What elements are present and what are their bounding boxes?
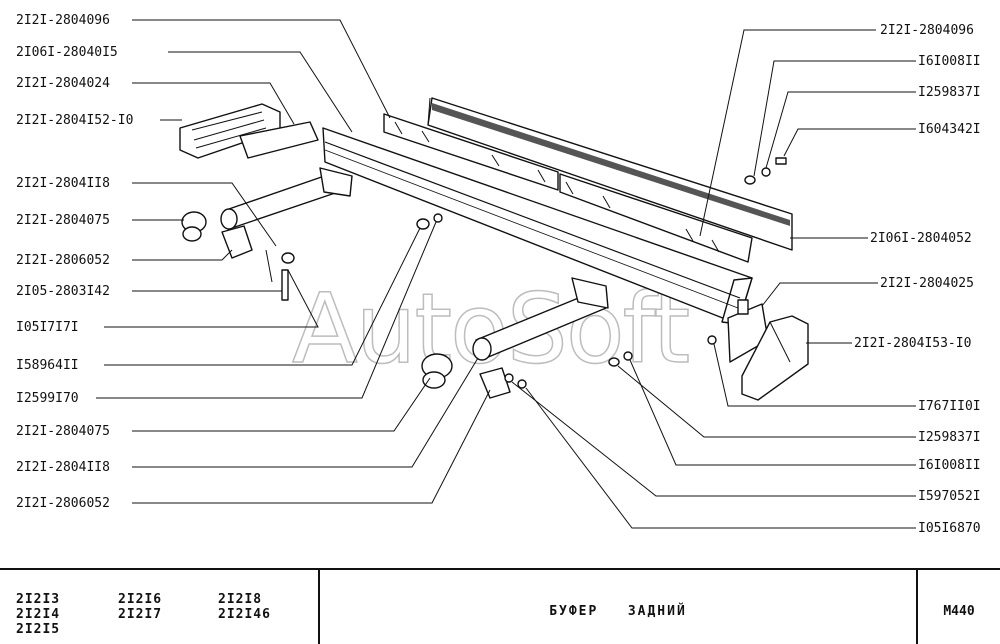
label-left-2: 2I06I-28040I5 xyxy=(16,45,118,60)
label-right-12: I05I6870 xyxy=(918,521,981,536)
bumper-rear-bar xyxy=(427,97,793,251)
bushing-left xyxy=(181,211,207,242)
model-code: 2I2I7 xyxy=(118,607,163,622)
mount-plate-left xyxy=(221,225,253,259)
label-left-4: 2I2I-2804I52-I0 xyxy=(16,113,133,128)
diagram-title: БУФЕР ЗАДНИЙ xyxy=(549,604,687,619)
labels-left: 2I2I-2804096 2I06I-28040I5 2I2I-2804024 … xyxy=(16,13,133,511)
label-left-7: 2I2I-2806052 xyxy=(16,253,110,268)
bolt-left xyxy=(281,252,295,301)
label-right-2: I6I008II xyxy=(918,54,981,69)
label-left-1: 2I2I-2804096 xyxy=(16,13,110,28)
footer-title-block: 2I2I3 2I2I4 2I2I5 2I2I6 2I2I7 2I2I8 2I2I… xyxy=(0,568,1000,644)
leader-lines xyxy=(96,19,916,529)
label-right-5: 2I06I-2804052 xyxy=(870,231,972,246)
label-right-1: 2I2I-2804096 xyxy=(880,23,974,38)
label-left-8: 2I05-2803I42 xyxy=(16,284,110,299)
label-right-9: I259837I xyxy=(918,430,981,445)
label-left-14: 2I2I-2806052 xyxy=(16,496,110,511)
label-right-7: 2I2I-2804I53-I0 xyxy=(854,336,971,351)
bracket-tube-right xyxy=(472,277,609,361)
end-plate-left xyxy=(239,121,319,159)
label-left-12: 2I2I-2804075 xyxy=(16,424,110,439)
label-right-8: I767II0I xyxy=(918,399,981,414)
label-right-10: I6I008II xyxy=(918,458,981,473)
upper-right-fasteners xyxy=(707,157,787,345)
label-right-6: 2I2I-2804025 xyxy=(880,276,974,291)
bracket-tube-left xyxy=(220,167,353,230)
label-left-13: 2I2I-2804II8 xyxy=(16,460,110,475)
model-code: 2I2I3 xyxy=(16,592,61,607)
code-cell: M440 xyxy=(918,570,1000,644)
model-code: 2I2I46 xyxy=(218,607,271,622)
label-right-3: I259837I xyxy=(918,85,981,100)
bumper-upper-strip xyxy=(383,113,753,263)
mount-plate-right xyxy=(479,367,527,399)
right-nuts xyxy=(608,351,633,367)
watermark-text: AutoSoft xyxy=(292,273,689,385)
label-left-6: 2I2I-2804075 xyxy=(16,213,110,228)
label-left-3: 2I2I-2804024 xyxy=(16,76,110,91)
model-code: 2I2I6 xyxy=(118,592,163,607)
label-left-5: 2I2I-2804II8 xyxy=(16,176,110,191)
labels-right: 2I2I-2804096 I6I008II I259837I I604342I … xyxy=(854,23,981,536)
center-nuts xyxy=(416,213,443,230)
label-right-4: I604342I xyxy=(918,122,981,137)
page-code: M440 xyxy=(943,604,975,619)
model-code: 2I2I5 xyxy=(16,622,61,637)
bushing-right xyxy=(421,353,453,389)
strip-bolts xyxy=(394,121,720,253)
model-code: 2I2I4 xyxy=(16,607,61,622)
title-cell: БУФЕР ЗАДНИЙ xyxy=(320,570,918,644)
model-list: 2I2I3 2I2I4 2I2I5 2I2I6 2I2I7 2I2I8 2I2I… xyxy=(0,570,320,644)
model-code: 2I2I8 xyxy=(218,592,263,607)
label-right-11: I597052I xyxy=(918,489,981,504)
label-left-10: I58964II xyxy=(16,358,79,373)
label-left-11: I2599I70 xyxy=(16,391,79,406)
label-left-9: I05I7I7I xyxy=(16,320,79,335)
end-cap-right xyxy=(741,315,809,401)
